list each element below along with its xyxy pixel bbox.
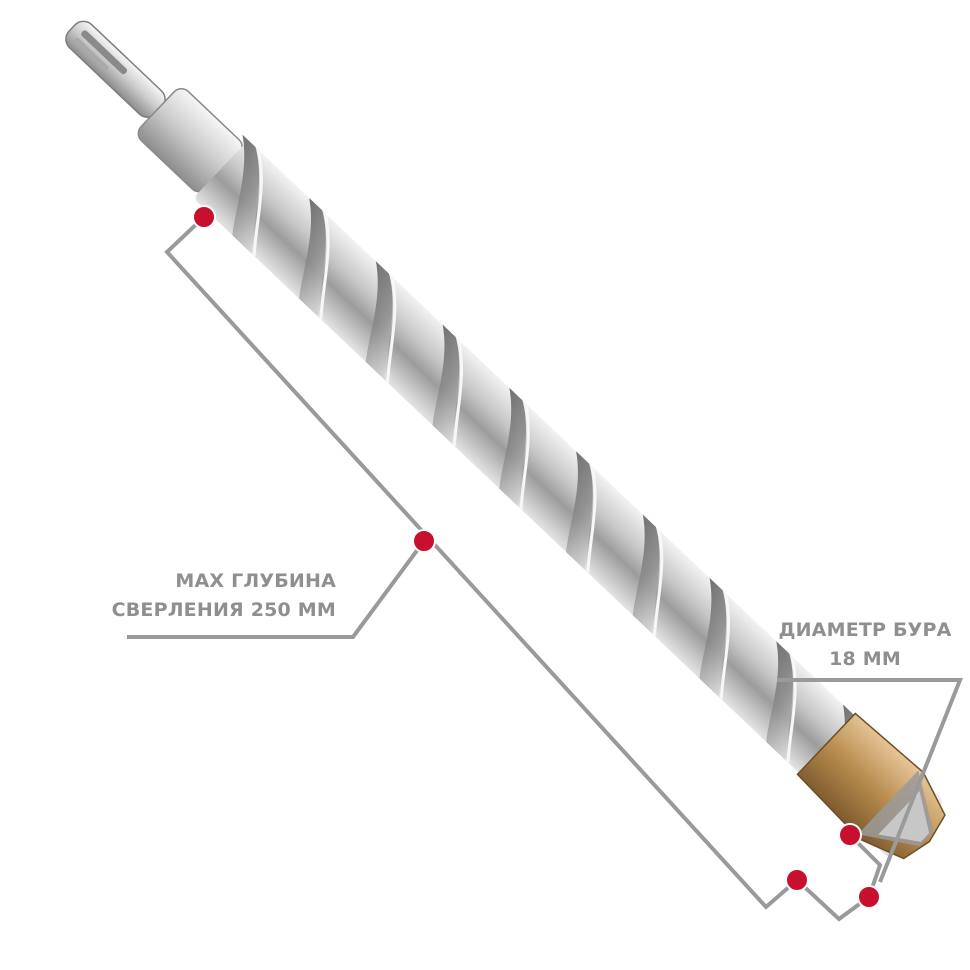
flute-edge-highlight [786, 656, 797, 763]
flute-edge-highlight [586, 466, 597, 573]
flute-groove [566, 451, 593, 570]
diameter-callout-line2: 18 ММ [829, 648, 901, 670]
depth-callout-label: MAX ГЛУБИНА СВЕРЛЕНИЯ 250 ММ [96, 567, 336, 625]
spiral-flutes [232, 134, 864, 826]
flute-groove [365, 261, 393, 380]
flute-groove [766, 641, 793, 760]
flute-edge-highlight [653, 529, 664, 637]
flute-edge-highlight [386, 276, 397, 383]
diameter-bottom-marker [857, 885, 881, 909]
diameter-top-marker [838, 823, 862, 847]
flute-edge-highlight [719, 592, 731, 700]
depth-start-marker [192, 205, 216, 229]
depth-callout-lines [127, 215, 799, 910]
depth-mid-marker [412, 529, 436, 553]
flute-groove [632, 514, 660, 634]
depth-callout-line2: СВЕРЛЕНИЯ 250 ММ [111, 599, 336, 621]
flute-edge-highlight [319, 212, 330, 320]
flute-groove [499, 387, 527, 507]
flute-edge-highlight [452, 339, 464, 447]
drill-bit [65, 20, 946, 860]
depth-end-marker [785, 868, 809, 892]
depth-callout-line1: MAX ГЛУБИНА [175, 570, 336, 592]
flute-groove [299, 197, 326, 317]
diameter-callout-line1: ДИАМЕТР БУРА [778, 619, 952, 641]
flute-groove [699, 577, 727, 697]
flute-groove [232, 134, 260, 254]
flute-edge-highlight [519, 402, 530, 510]
diameter-callout-label: ДИАМЕТР БУРА 18 ММ [770, 616, 960, 674]
markers [192, 205, 881, 909]
flute-groove [432, 324, 460, 444]
flute-edge-highlight [252, 149, 263, 257]
